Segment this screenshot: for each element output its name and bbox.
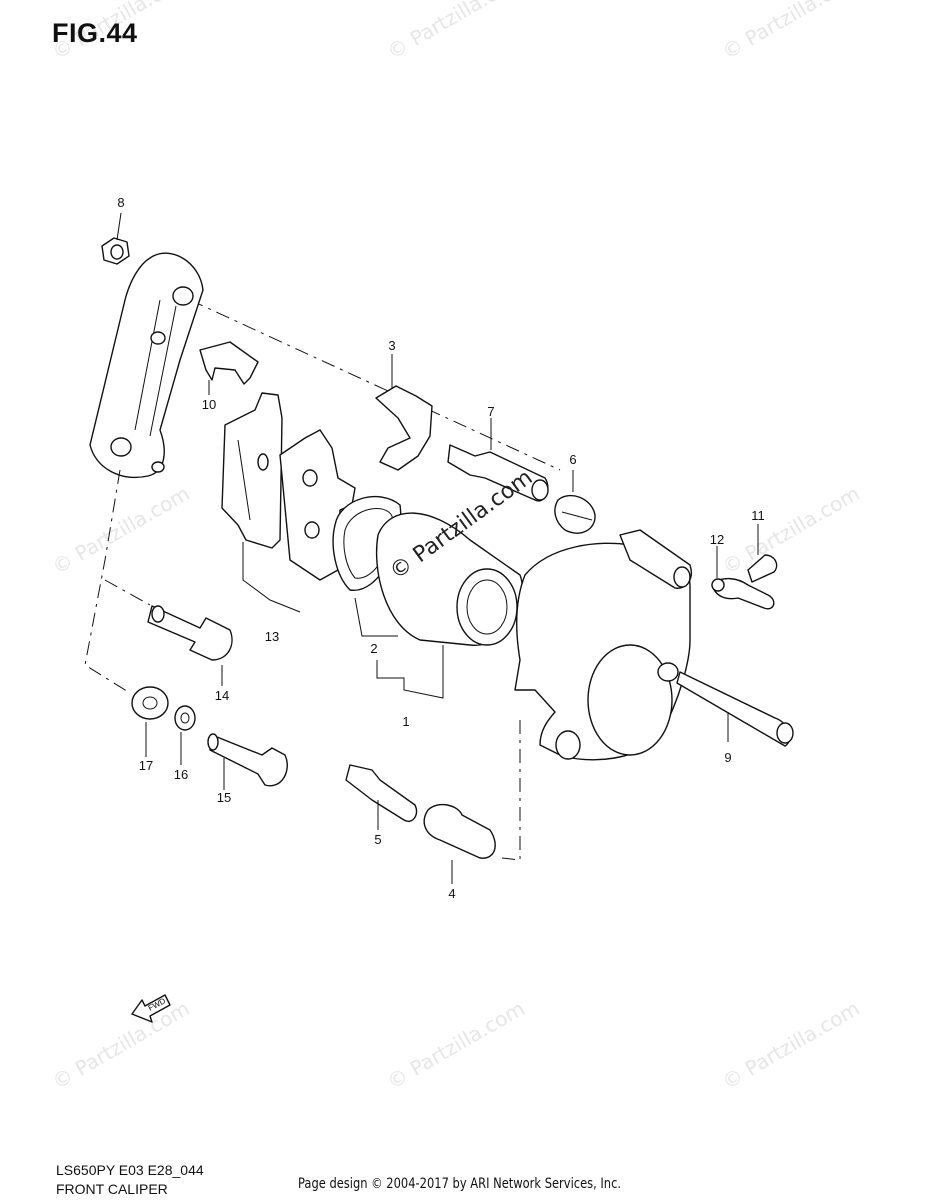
guide-line bbox=[501, 720, 521, 861]
part-16-lock-washer bbox=[174, 705, 196, 731]
part-1-piston bbox=[375, 512, 523, 646]
figure-title: FIG.44 bbox=[52, 18, 138, 48]
callout-6: 6 bbox=[569, 452, 577, 467]
callout-8: 8 bbox=[117, 195, 125, 210]
callout-9: 9 bbox=[724, 750, 732, 765]
section-name: FRONT CALIPER bbox=[56, 1181, 168, 1197]
callout-11: 11 bbox=[751, 508, 765, 523]
callout-10: 10 bbox=[201, 397, 217, 412]
caliper-body bbox=[514, 529, 692, 761]
part-4-pin bbox=[423, 803, 496, 859]
part-5-pin bbox=[345, 764, 418, 822]
leader-line bbox=[242, 542, 301, 613]
part-11-bleeder bbox=[747, 554, 778, 583]
callout-17: 17 bbox=[138, 758, 154, 773]
callout-12: 12 bbox=[709, 532, 725, 547]
callout-5: 5 bbox=[374, 832, 382, 847]
leader-line bbox=[376, 645, 444, 699]
part-7-pin bbox=[447, 444, 549, 502]
page-credit: Page design © 2004-2017 by ARI Network S… bbox=[298, 1176, 622, 1192]
part-9-bolt bbox=[676, 671, 794, 747]
callout-7: 7 bbox=[487, 404, 495, 419]
callout-2: 2 bbox=[370, 641, 378, 656]
part-14-bolt bbox=[147, 605, 233, 661]
callout-3: 3 bbox=[388, 338, 396, 353]
part-10-pad-spring bbox=[199, 341, 259, 385]
assembly-axis-line bbox=[189, 299, 561, 471]
callout-15: 15 bbox=[216, 790, 232, 805]
model-code: LS650PY E03 E28_044 bbox=[56, 1162, 204, 1178]
part-15-bolt bbox=[207, 733, 288, 787]
callout-16: 16 bbox=[173, 767, 189, 782]
caliper-bracket bbox=[89, 252, 204, 478]
leader-line bbox=[354, 597, 398, 637]
fwd-arrow-icon bbox=[131, 994, 171, 1023]
callout-14: 14 bbox=[214, 688, 230, 703]
part-8-nut bbox=[101, 237, 130, 265]
leader-line bbox=[116, 212, 122, 241]
callout-13: 13 bbox=[264, 629, 280, 644]
part-6-boot bbox=[554, 495, 596, 534]
callout-4: 4 bbox=[448, 886, 456, 901]
callout-1: 1 bbox=[402, 714, 410, 729]
part-17-washer bbox=[131, 686, 169, 720]
part-3-pad-retainer bbox=[375, 385, 433, 471]
part-12-cap bbox=[711, 577, 775, 610]
guide-line bbox=[104, 579, 151, 606]
guide-line bbox=[84, 469, 131, 694]
